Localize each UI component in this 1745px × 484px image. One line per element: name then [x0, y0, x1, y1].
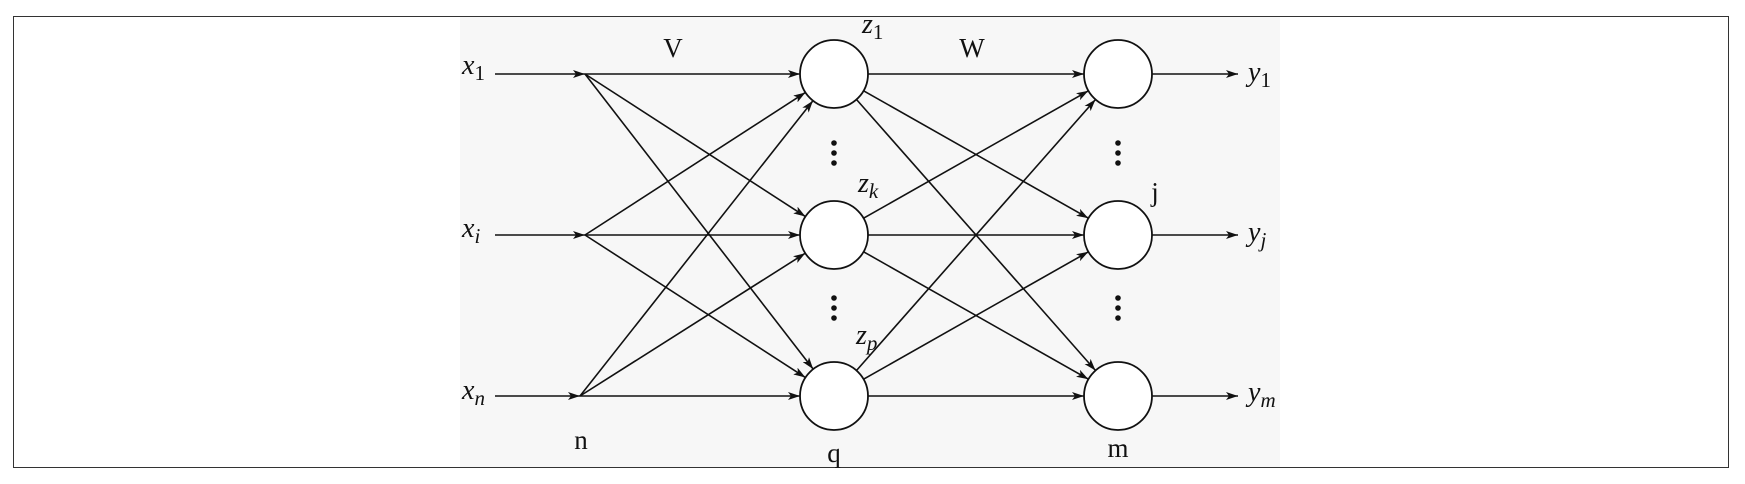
output-label-y1: y1: [1245, 57, 1271, 92]
hidden-neuron-zk: [799, 200, 869, 270]
input-label-x1: x1: [461, 50, 485, 85]
edge-hidden-2-output-0: [855, 98, 1097, 372]
input-label-xn: xn: [461, 375, 485, 410]
output-count-label: m: [1107, 433, 1128, 463]
hidden-neuron-zp: [799, 361, 869, 431]
input-count-label: n: [574, 425, 588, 455]
output-label-yj: yj: [1245, 217, 1266, 252]
output-index-label: j: [1150, 177, 1159, 207]
weight-label-v: V: [663, 33, 683, 63]
output-neuron-yj: [1083, 200, 1153, 270]
hidden-label-zp: zp: [855, 320, 877, 355]
output-neuron-ym: [1083, 361, 1153, 431]
hidden-neuron-z1: [799, 39, 869, 109]
edge-input-2-hidden-1: [579, 252, 806, 397]
input-label-xi: xi: [461, 213, 480, 248]
output-ellipsis-upper: [1115, 140, 1121, 166]
weight-label-w: W: [959, 33, 985, 63]
edge-input-0-hidden-1: [584, 73, 806, 218]
output-neuron-y1: [1083, 39, 1153, 109]
edge-hidden-2-output-1: [863, 251, 1089, 380]
hidden-ellipsis-upper: [831, 140, 837, 166]
output-ellipsis-lower: [1115, 295, 1121, 321]
edge-input-0-hidden-2: [584, 73, 814, 370]
edge-hidden-1-output-0: [863, 90, 1089, 219]
edge-input-2-hidden-0: [579, 100, 814, 397]
hidden-count-label: q: [827, 438, 841, 468]
hidden-label-zk: zk: [857, 168, 879, 203]
edge-input-1-hidden-0: [584, 91, 806, 236]
output-label-ym: ym: [1245, 377, 1276, 412]
connections: [495, 70, 1238, 400]
hidden-label-z1: z1: [861, 9, 883, 44]
hidden-ellipsis-lower: [831, 295, 837, 321]
edge-input-1-hidden-2: [584, 234, 806, 379]
